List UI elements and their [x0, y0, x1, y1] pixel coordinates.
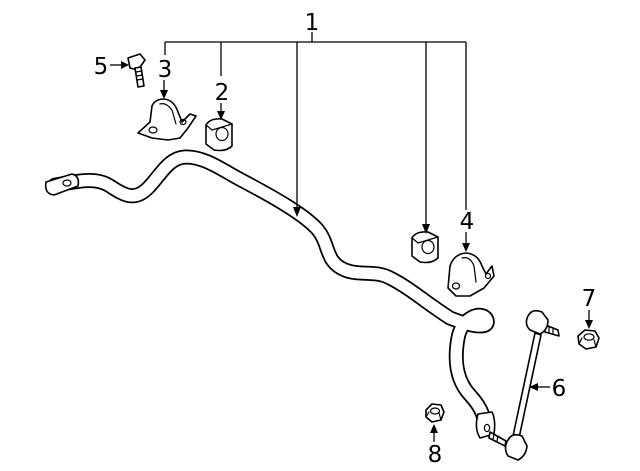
stabilizer-bar: [44, 149, 496, 439]
callout-4: 4: [460, 209, 475, 235]
bolt-part: [127, 53, 146, 88]
stabilizer-link-part: [488, 309, 560, 461]
callout-1: 1: [305, 10, 320, 36]
nut-part-lower: [425, 403, 445, 423]
callout-8: 8: [428, 442, 443, 468]
callout-labels: 1 2 3 4 5 6 7 8: [94, 10, 597, 468]
left-bracket-part: [137, 98, 197, 141]
right-bushing-part: [411, 231, 439, 264]
callout-7: 7: [582, 286, 597, 312]
right-bracket-part: [447, 252, 495, 297]
callout-3: 3: [158, 57, 173, 83]
callout-2: 2: [215, 80, 230, 106]
callout-5: 5: [94, 54, 109, 80]
left-bushing-part: [205, 118, 233, 152]
nut-part-upper: [577, 329, 600, 350]
leader-lines: [110, 32, 593, 442]
callout-6: 6: [552, 376, 567, 402]
